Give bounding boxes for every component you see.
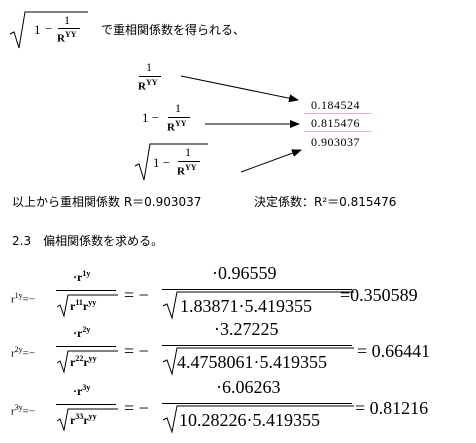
eq3-lhs: r3y=− (11, 403, 36, 418)
eq1-frac-rule (56, 290, 116, 291)
diagram-item-3-num: 1 (185, 145, 191, 159)
eq2-num: ·r2y (73, 325, 91, 340)
eq2-den-sqrt (56, 350, 118, 374)
eq1-eq2: = − (124, 285, 149, 305)
result-value-2: 0.815476 (311, 116, 360, 130)
eq1-frac2-rule (162, 289, 352, 290)
eq1-den-sqrt (56, 294, 118, 318)
eq2-den3: 4.4758061·5.419355 (177, 352, 327, 372)
diagram-item-3-prefix: 1 − (153, 155, 171, 170)
eq2-den: r22ryy (70, 354, 97, 369)
eq2-eq2: = − (124, 341, 149, 361)
result-divider-1 (304, 113, 372, 114)
eq2-frac2-rule (162, 345, 352, 346)
diagram-item-1-num: 1 (146, 60, 152, 74)
eq1-den: r11ryy (70, 298, 97, 313)
section-heading: 2.3 偏相関係数を求める。 (12, 234, 164, 248)
intro-minus: − (45, 21, 53, 36)
eq2-result: = 0.66441 (357, 341, 431, 361)
eq1-lhs: r1y=− (11, 291, 36, 306)
eq1-den3-sqrt (162, 291, 354, 320)
diagram-item-1-rule (139, 76, 161, 77)
eq3-den3: 10.28226·5.419355 (179, 410, 320, 430)
result-value-3: 0.903037 (311, 135, 360, 149)
eq3-eq2: = − (124, 398, 149, 418)
eq3-frac2-rule (162, 403, 352, 404)
diagram-item-2-num: 1 (175, 101, 181, 115)
intro-frac-den: RYY (57, 30, 77, 45)
summary-correlation: 以上から重相関係数 R＝0.903037 (12, 195, 202, 209)
eq1-result: =0.350589 (340, 285, 418, 305)
diagram-item-3-rule (178, 161, 200, 162)
eq3-result: = 0.81216 (355, 398, 429, 418)
intro-text: で重相関係数を得られる、 (101, 23, 246, 37)
eq2-den3-sqrt (162, 347, 354, 376)
intro-frac-num: 1 (64, 13, 70, 27)
eq3-num2: ·6.06263 (216, 377, 281, 397)
intro-frac-rule (58, 28, 80, 29)
eq2-frac-rule (56, 346, 116, 347)
arrow-1 (180, 75, 299, 103)
summary-determination: 決定係数：R²＝0.815476 (254, 195, 397, 209)
diagram-item-3-den: RYY (177, 163, 197, 178)
arrow-3 (240, 149, 302, 173)
diagram-item-1-den: RYY (138, 78, 158, 93)
eq1-den3: 1.83871·5.419355 (180, 296, 312, 316)
result-value-1: 0.184524 (311, 98, 360, 112)
eq3-den3-sqrt (162, 405, 354, 434)
eq2-lhs: r2y=− (11, 345, 36, 360)
result-divider-2 (304, 131, 372, 132)
diagram-item-2-rule (168, 117, 190, 118)
eq3-frac-rule (56, 404, 116, 405)
intro-one: 1 (34, 22, 41, 37)
diagram-item-2-prefix: 1 − (142, 110, 160, 125)
eq3-num: ·r3y (73, 383, 91, 398)
eq3-den: r33ryy (70, 412, 97, 427)
eq3-den-sqrt (56, 408, 118, 432)
eq1-num2: ·0.96559 (212, 263, 277, 283)
eq2-num2: ·3.27225 (214, 319, 279, 339)
diagram-item-2-den: RYY (167, 119, 187, 134)
eq1-num: ·r1y (73, 269, 91, 284)
intro-sqrt-sign (9, 11, 88, 49)
diagram-item-3-sqrt-sign (134, 143, 208, 181)
